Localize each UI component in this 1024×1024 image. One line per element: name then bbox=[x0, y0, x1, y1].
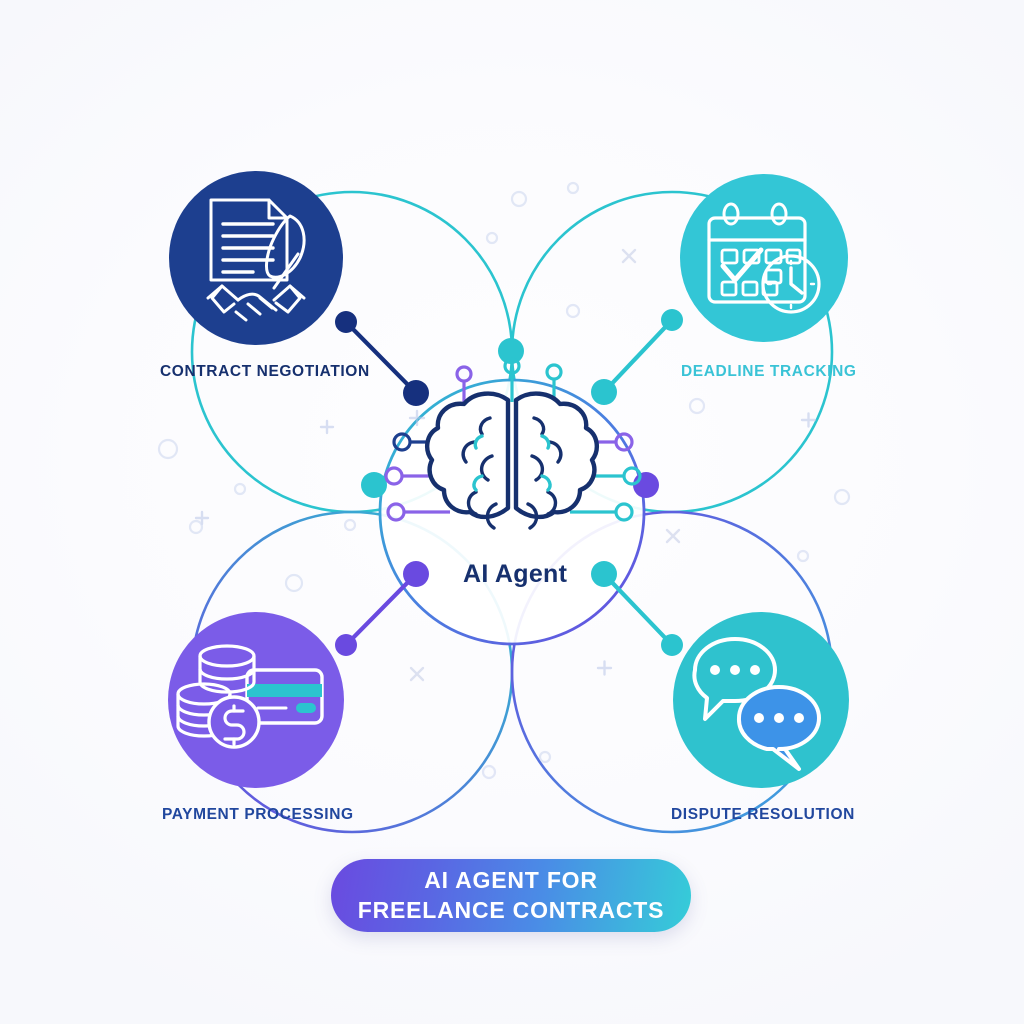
junction-top bbox=[498, 338, 524, 364]
connector-dispute-resolution bbox=[591, 561, 683, 656]
center-label: AI Agent bbox=[463, 560, 568, 588]
brain-circuit-icon bbox=[384, 357, 642, 530]
title-banner[interactable]: AI AGENT FOR FREELANCE CONTRACTS bbox=[331, 859, 691, 932]
contract-handshake-icon bbox=[206, 198, 306, 322]
connector-payment-processing bbox=[335, 561, 429, 656]
label-dispute-resolution: DISPUTE RESOLUTION bbox=[671, 806, 855, 823]
label-payment-processing: PAYMENT PROCESSING bbox=[162, 806, 354, 823]
coins-credit-card-icon bbox=[176, 644, 324, 749]
chat-bubbles-icon bbox=[692, 637, 821, 771]
label-contract-negotiation: CONTRACT NEGOTIATION bbox=[160, 363, 370, 380]
label-deadline-tracking: DEADLINE TRACKING bbox=[681, 363, 857, 380]
title-banner-line1: AI AGENT FOR bbox=[424, 867, 598, 894]
junction-left bbox=[361, 472, 387, 498]
calendar-clock-icon bbox=[707, 202, 821, 314]
title-banner-line2: FREELANCE CONTRACTS bbox=[357, 896, 665, 923]
connector-deadline-tracking bbox=[591, 309, 683, 405]
connector-contract-negotiation bbox=[335, 311, 429, 406]
